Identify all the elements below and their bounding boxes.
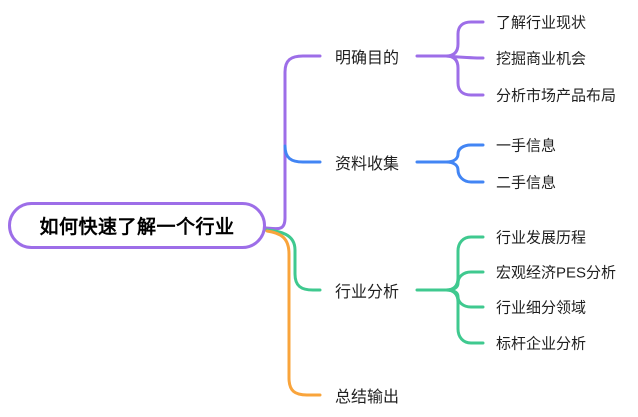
line-topic2-child2 <box>444 160 485 184</box>
line-root-to-topic3 <box>264 228 322 292</box>
subtopic-industry-history[interactable]: 行业发展历程 <box>496 229 587 247</box>
root-node[interactable]: 如何快速了解一个行业 <box>8 202 266 249</box>
line-topic1-child3 <box>444 54 485 97</box>
line-topic3-child3 <box>444 288 485 309</box>
subtopic-benchmark-companies[interactable]: 标杆企业分析 <box>496 335 587 353</box>
subtopic-market-product-layout[interactable]: 分析市场产品布局 <box>496 87 617 105</box>
line-topic1-child1 <box>444 20 485 58</box>
line-topic3-child4 <box>444 288 485 345</box>
line-topic3-child1 <box>444 235 485 292</box>
subtopic-industry-status[interactable]: 了解行业现状 <box>496 14 587 32</box>
subtopic-secondhand-info[interactable]: 二手信息 <box>496 174 557 192</box>
subtopic-industry-segments[interactable]: 行业细分领域 <box>496 299 587 317</box>
line-topic2-child1 <box>444 143 485 164</box>
topic-clarify-purpose[interactable]: 明确目的 <box>335 50 400 67</box>
topic-summary-output[interactable]: 总结输出 <box>335 389 400 406</box>
line-topic1-child2 <box>444 54 485 60</box>
line-topic3-child2 <box>444 270 485 292</box>
topic-industry-analysis[interactable]: 行业分析 <box>335 284 400 301</box>
topic-data-collection[interactable]: 资料收集 <box>335 156 400 173</box>
subtopic-business-opportunities[interactable]: 挖掘商业机会 <box>496 50 587 68</box>
subtopic-firsthand-info[interactable]: 一手信息 <box>496 137 557 155</box>
line-root-to-topic4 <box>265 229 322 397</box>
line-root-to-topic1 <box>264 54 322 231</box>
line-root-to-topic2 <box>283 144 322 164</box>
subtopic-macro-pes-analysis[interactable]: 宏观经济PES分析 <box>496 264 617 282</box>
